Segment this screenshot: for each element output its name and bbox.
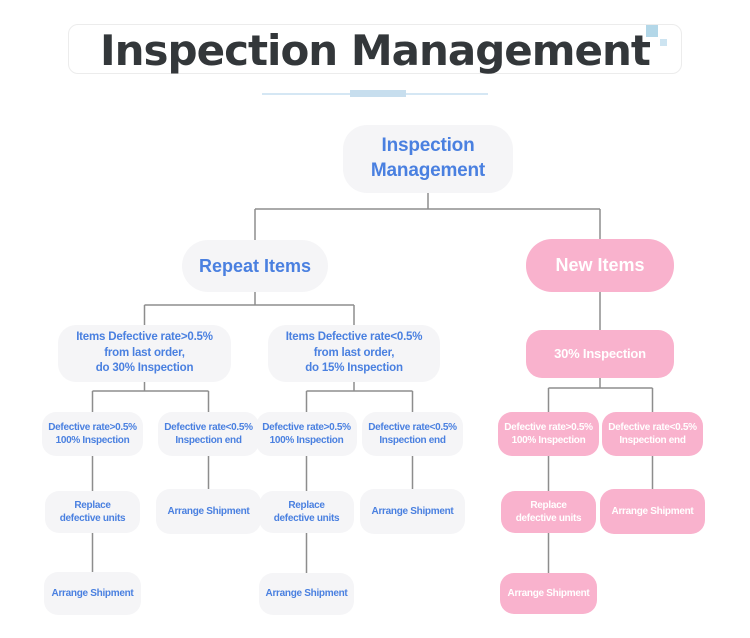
node-repeat-low-final-arrange-shipment: Arrange Shipment (259, 573, 354, 615)
node-repeat-defect-high-rule: Items Defective rate>0.5% from last orde… (58, 325, 231, 382)
node-repeat-high-final-arrange-shipment: Arrange Shipment (44, 572, 141, 615)
title-underline-accent (350, 90, 406, 97)
node-repeat-low-arrange-shipment: Arrange Shipment (360, 489, 465, 534)
node-repeat-items: Repeat Items (182, 240, 328, 292)
node-repeat-high-replace-units: Replace defective units (45, 491, 140, 533)
node-new-30-inspection: 30% Inspection (526, 330, 674, 378)
node-repeat-high-defect-low: Defective rate<0.5% Inspection end (158, 412, 259, 456)
node-repeat-low-replace-units: Replace defective units (259, 491, 354, 533)
node-new-arrange-shipment: Arrange Shipment (600, 489, 705, 534)
node-new-final-arrange-shipment: Arrange Shipment (500, 573, 597, 614)
node-new-items: New Items (526, 239, 674, 292)
decor-square-small-icon (660, 39, 667, 46)
node-new-defect-low: Defective rate<0.5% Inspection end (602, 412, 703, 456)
node-repeat-high-defect-high: Defective rate>0.5% 100% Inspection (42, 412, 143, 456)
node-root-inspection-management: Inspection Management (343, 125, 513, 193)
node-repeat-defect-low-rule: Items Defective rate<0.5% from last orde… (268, 325, 440, 382)
node-repeat-low-defect-low: Defective rate<0.5% Inspection end (362, 412, 463, 456)
page-title: Inspection Management (100, 26, 651, 75)
node-new-defect-high: Defective rate>0.5% 100% Inspection (498, 412, 599, 456)
header-card (68, 24, 682, 74)
node-new-replace-units: Replace defective units (501, 491, 596, 533)
node-repeat-low-defect-high: Defective rate>0.5% 100% Inspection (256, 412, 357, 456)
decor-square-large-icon (646, 25, 658, 37)
node-repeat-high-arrange-shipment: Arrange Shipment (156, 489, 261, 534)
